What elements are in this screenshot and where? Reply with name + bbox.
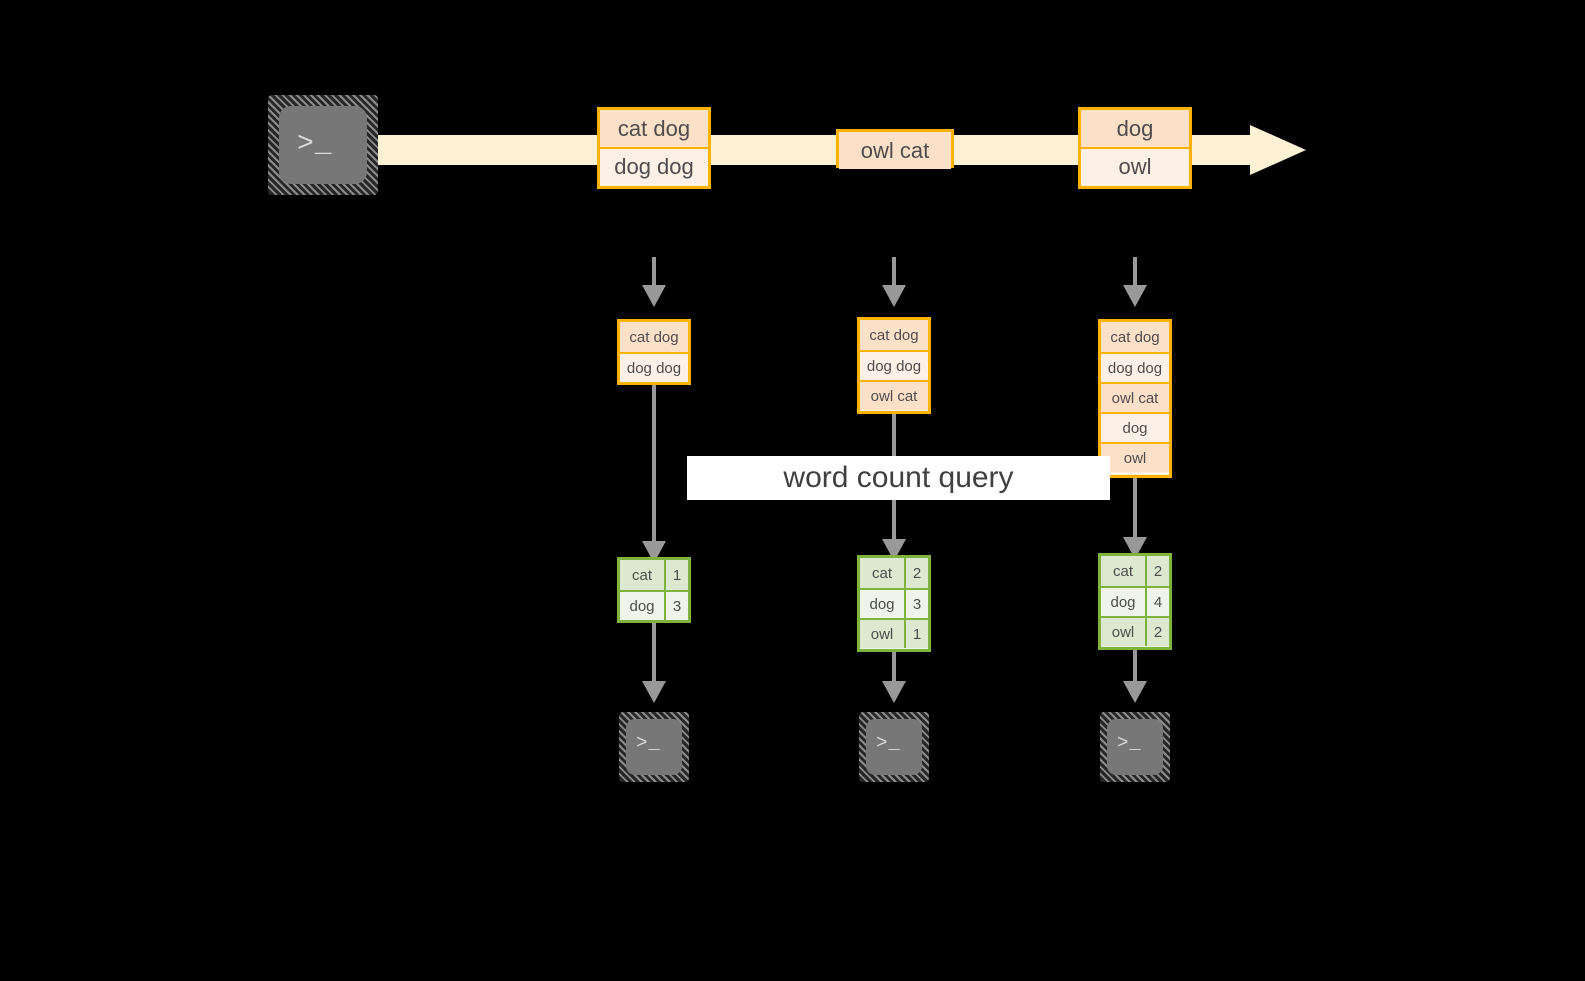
query-label: word count query [687,456,1110,500]
terminal-prompt-text: >_ [297,129,333,160]
snapshot-dashed-connector [1133,257,1137,287]
table-row: dog 3 [620,590,688,620]
snapshot-input-box: cat dog dog dog [617,319,691,385]
terminal-screen: >_ [626,719,682,775]
result-count: 1 [672,566,682,584]
snapshot-sink-connector [892,652,896,685]
snapshot-input-line: cat dog [860,320,928,350]
down-arrow-icon [1123,285,1147,307]
terminal-screen: >_ [866,719,922,775]
stream-event-line: dog dog [600,147,708,184]
snapshot-input-box: cat dog dog dog owl cat [857,317,931,414]
down-arrow-icon [882,285,906,307]
result-count: 2 [1153,562,1163,580]
snapshot-sink-terminal-icon: >_ [859,712,929,782]
stream-event-box: dog owl [1078,107,1192,189]
result-word: dog [620,592,666,620]
terminal-screen: >_ [1107,719,1163,775]
down-arrow-icon [882,681,906,703]
result-word: owl [1101,618,1147,646]
snapshot-result-table: cat 1 dog 3 [617,557,691,623]
down-arrow-icon [1123,681,1147,703]
table-row: dog 3 [860,588,928,618]
result-count: 2 [1153,623,1163,641]
stream-event-box: cat dog dog dog [597,107,711,189]
stream-event-line: owl cat [839,132,951,169]
result-word: cat [860,558,906,588]
result-count: 1 [912,625,922,643]
snapshot-input-box: cat dog dog dog owl cat dog owl [1098,319,1172,478]
snapshot-query-connector [1133,478,1137,541]
snapshot-input-line: owl [1101,442,1169,472]
result-word: cat [1101,556,1147,586]
snapshot-query-connector [652,385,656,545]
table-row: dog 4 [1101,586,1169,616]
snapshot-input-line: dog dog [1101,352,1169,382]
snapshot-input-line: cat dog [620,322,688,352]
table-row: owl 1 [860,618,928,648]
snapshot-dashed-connector [892,257,896,287]
terminal-screen: >_ [279,106,367,184]
snapshot-input-line: owl cat [1101,382,1169,412]
table-row: cat 2 [860,558,928,588]
snapshot-input-line: dog [1101,412,1169,442]
result-count: 2 [912,564,922,582]
result-word: cat [620,560,666,590]
snapshot-dashed-connector [652,257,656,287]
terminal-prompt-text: >_ [876,732,901,754]
snapshot-sink-connector [652,623,656,685]
stream-arrowhead-icon [1250,125,1306,175]
stream-event-line: dog [1081,110,1189,147]
result-word: dog [1101,588,1147,616]
down-arrow-icon [642,285,666,307]
table-row: owl 2 [1101,616,1169,646]
snapshot-input-line: owl cat [860,380,928,410]
terminal-prompt-text: >_ [1117,732,1142,754]
terminal-prompt-text: >_ [636,732,661,754]
snapshot-result-table: cat 2 dog 4 owl 2 [1098,553,1172,650]
result-count: 4 [1153,593,1163,611]
result-count: 3 [912,595,922,613]
table-row: cat 1 [620,560,688,590]
stream-event-line: owl [1081,147,1189,184]
snapshot-input-line: dog dog [620,352,688,382]
result-word: dog [860,590,906,618]
snapshot-result-table: cat 2 dog 3 owl 1 [857,555,931,652]
snapshot-input-line: dog dog [860,350,928,380]
stream-source-terminal-icon: >_ [268,95,378,195]
result-word: owl [860,620,906,648]
result-count: 3 [672,597,682,615]
stream-event-box: owl cat [836,129,954,169]
snapshot-sink-terminal-icon: >_ [1100,712,1170,782]
snapshot-input-line: cat dog [1101,322,1169,352]
table-row: cat 2 [1101,556,1169,586]
snapshot-sink-connector [1133,650,1137,685]
stream-event-line: cat dog [600,110,708,147]
snapshot-sink-terminal-icon: >_ [619,712,689,782]
down-arrow-icon [642,681,666,703]
